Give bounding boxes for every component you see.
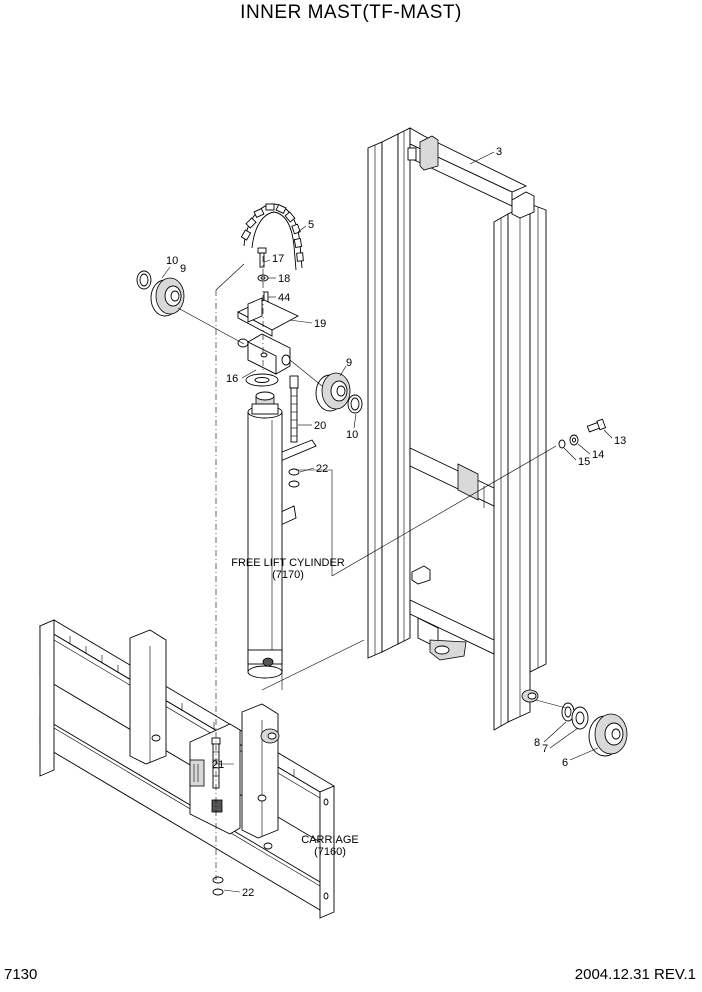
callout-7: 7 bbox=[542, 743, 548, 755]
free-lift-cylinder bbox=[247, 391, 283, 679]
callout-14: 14 bbox=[592, 449, 604, 461]
inner-mast-frame bbox=[367, 127, 547, 731]
carriage-frame bbox=[39, 619, 335, 919]
callout-19: 19 bbox=[314, 318, 326, 330]
lift-chain bbox=[240, 203, 304, 271]
upper-right-roller bbox=[315, 372, 363, 414]
hydraulic-hose bbox=[271, 375, 317, 529]
free-lift-cylinder-ref: (7170) bbox=[272, 569, 304, 581]
page-code: 7130 bbox=[4, 966, 38, 983]
callout-6: 6 bbox=[562, 757, 568, 769]
callout-9-right: 9 bbox=[346, 357, 352, 369]
callout-18: 18 bbox=[278, 273, 290, 285]
assembly-labels: FREE LIFT CYLINDER (7170) CARRIAGE (7160… bbox=[231, 557, 358, 858]
free-lift-cylinder-label: FREE LIFT CYLINDER bbox=[231, 557, 345, 569]
callout-21: 21 bbox=[212, 759, 224, 771]
callout-22-upper: 22 bbox=[316, 463, 328, 475]
callout-8: 8 bbox=[534, 737, 540, 749]
callout-20: 20 bbox=[314, 420, 326, 432]
upper-left-roller bbox=[136, 270, 185, 317]
leader-lines bbox=[161, 151, 613, 893]
callout-13: 13 bbox=[614, 435, 626, 447]
callout-17: 17 bbox=[272, 253, 284, 265]
page-title: INNER MAST(TF-MAST) bbox=[240, 2, 462, 23]
carriage-ref: (7160) bbox=[314, 846, 346, 858]
callout-10-upper-left: 10 bbox=[166, 255, 178, 267]
callout-10-right: 10 bbox=[346, 429, 358, 441]
callout-16: 16 bbox=[226, 373, 238, 385]
callout-22-lower: 22 bbox=[242, 887, 254, 899]
bolt-and-washers bbox=[558, 418, 607, 449]
part-callouts: 3 5 17 18 44 19 16 9 10 9 10 20 22 13 14… bbox=[166, 146, 626, 899]
callout-9-upper-left: 9 bbox=[180, 263, 186, 275]
carriage-label: CARRIAGE bbox=[301, 834, 358, 846]
callout-15: 15 bbox=[578, 456, 590, 468]
lower-roller bbox=[561, 702, 628, 757]
revision-date: 2004.12.31 REV.1 bbox=[574, 966, 696, 983]
callout-3: 3 bbox=[496, 146, 502, 158]
callout-44: 44 bbox=[278, 292, 290, 304]
anchor-bolt-parts bbox=[236, 247, 299, 387]
callout-5: 5 bbox=[308, 219, 314, 231]
